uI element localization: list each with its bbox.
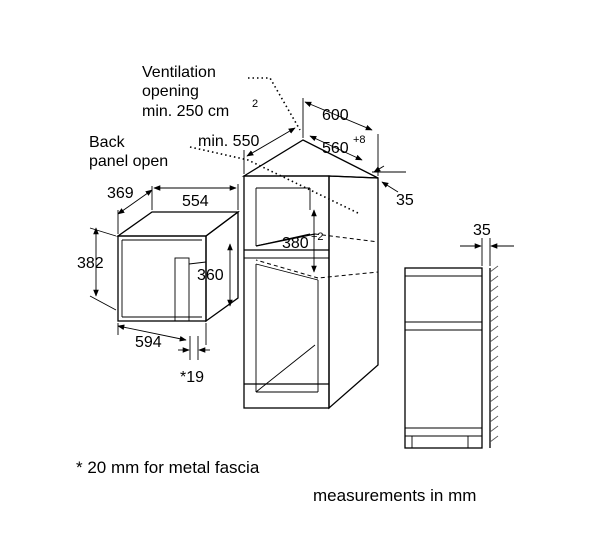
dim-35-rear: 35: [396, 192, 414, 209]
ventilation-label-line3: min. 250 cm: [142, 103, 229, 120]
dim-369: 369: [107, 185, 134, 202]
back-panel-label-line1: Back: [89, 134, 126, 151]
dim-600: 600: [322, 107, 349, 124]
cabinet-drawing: [241, 139, 379, 410]
cabinet-dimensions: [243, 98, 406, 273]
side-view-dimensions: [460, 238, 514, 266]
ventilation-label-sup: 2: [252, 98, 258, 110]
dim-554: 554: [182, 193, 209, 210]
dim-560-tol: +8: [353, 134, 366, 146]
dim-380-tol: +2: [311, 231, 324, 243]
min-550-label: min. 550: [198, 133, 259, 150]
dim-380: 380: [282, 235, 309, 252]
microwave-dimensions: [89, 184, 239, 360]
footnote-metal-fascia: * 20 mm for metal fascia: [76, 458, 260, 477]
footnote-units: measurements in mm: [313, 486, 476, 505]
side-view-drawing: [404, 265, 499, 449]
text-labels: Ventilation opening min. 250 cm 2 Back p…: [76, 64, 491, 505]
dim-594: 594: [135, 334, 162, 351]
back-panel-label-line2: panel open: [89, 153, 168, 170]
microwave-drawing: [115, 210, 240, 323]
dim-360: 360: [197, 267, 224, 284]
leader-lines: [189, 77, 361, 215]
dim-382: 382: [77, 255, 104, 272]
dim-19: *19: [180, 369, 204, 386]
ventilation-label-line2: opening: [142, 83, 199, 100]
ventilation-label-line1: Ventilation: [142, 64, 216, 81]
dim-560: 560: [322, 140, 349, 157]
dim-35-side: 35: [473, 222, 491, 239]
